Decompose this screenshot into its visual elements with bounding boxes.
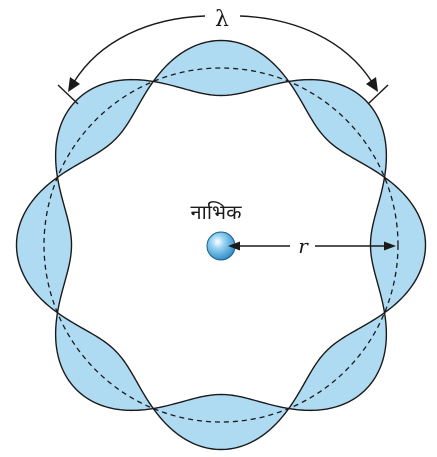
wavelength-label: λ <box>215 7 229 32</box>
nucleus-label: नाभिक <box>191 200 243 224</box>
wave-lobe <box>153 395 288 450</box>
wavelength-arrowhead-left <box>68 77 80 92</box>
wave-lobe <box>153 41 288 96</box>
wavelength-tick-left <box>58 85 78 104</box>
wavelength-tick-right <box>368 85 388 104</box>
wave-lobe <box>56 80 154 178</box>
wave-lobe <box>289 313 387 411</box>
wave-lobe <box>17 177 72 312</box>
wave-lobe <box>56 313 154 411</box>
wave-lobe <box>289 80 387 178</box>
wavelength-arrowhead-right <box>366 77 378 92</box>
radius-label: r <box>298 234 309 258</box>
